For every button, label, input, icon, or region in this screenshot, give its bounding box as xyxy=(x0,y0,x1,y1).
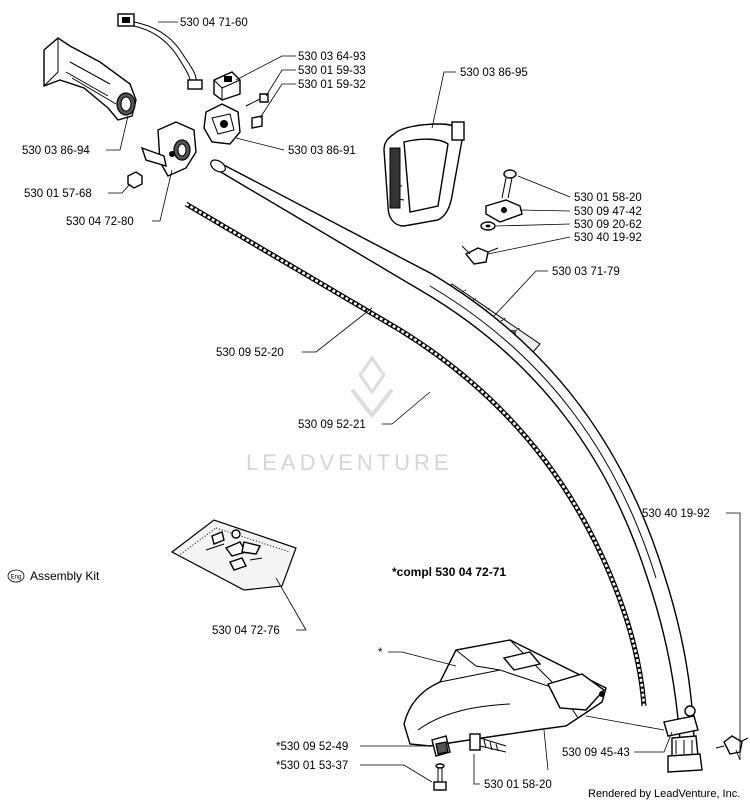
label-530-09-47-42[interactable]: 530 09 47-42 xyxy=(574,206,642,218)
part-wing-nut-bottom[interactable] xyxy=(715,735,749,755)
label-530-09-52-49[interactable]: *530 09 52-49 xyxy=(276,741,348,753)
label-530-09-52-20[interactable]: 530 09 52-20 xyxy=(216,347,284,359)
part-washer[interactable] xyxy=(480,221,496,231)
complete-assembly-label: *compl 530 04 72-71 xyxy=(392,565,506,579)
part-guard-screw[interactable] xyxy=(433,763,447,791)
label-530-03-86-94[interactable]: 530 03 86-94 xyxy=(22,145,90,157)
part-handle-bracket[interactable] xyxy=(485,199,523,223)
part-gear-head[interactable] xyxy=(667,735,703,773)
label-530-40-19-92-top[interactable]: 530 40 19-92 xyxy=(574,232,642,244)
label-530-40-19-92-right[interactable]: 530 40 19-92 xyxy=(642,508,710,520)
label-530-01-57-68[interactable]: 530 01 57-68 xyxy=(24,188,92,200)
legend-text: Assembly Kit xyxy=(30,569,100,583)
watermark: LEADVENTURE xyxy=(246,355,453,475)
leader-lines xyxy=(106,21,741,785)
watermark-text: LEADVENTURE xyxy=(246,450,453,475)
part-screw-59-33[interactable] xyxy=(245,93,269,107)
label-530-01-58-20-top[interactable]: 530 01 58-20 xyxy=(574,192,642,204)
part-shaft-clamp[interactable] xyxy=(663,705,699,737)
label-530-03-64-93[interactable]: 530 03 64-93 xyxy=(298,51,366,63)
part-trimmer-guard[interactable] xyxy=(403,639,607,747)
eng-badge-text: Eng xyxy=(11,575,22,581)
part-screw-59-32[interactable] xyxy=(251,115,263,129)
label-530-01-53-37[interactable]: *530 01 53-37 xyxy=(276,760,348,772)
label-530-09-52-21[interactable]: 530 09 52-21 xyxy=(298,419,366,431)
legend-assembly-kit: Eng Assembly Kit xyxy=(7,569,100,583)
part-switch[interactable] xyxy=(213,71,241,101)
label-530-03-71-79[interactable]: 530 03 71-79 xyxy=(552,266,620,278)
part-handle-housing-rear[interactable] xyxy=(203,103,241,145)
footer-credit: Rendered by LeadVenture, Inc. xyxy=(588,788,740,800)
label-530-09-20-62[interactable]: 530 09 20-62 xyxy=(574,219,642,231)
label-guard-star[interactable]: * xyxy=(378,647,383,659)
part-wing-nut-top[interactable] xyxy=(461,245,499,265)
label-530-03-86-91[interactable]: 530 03 86-91 xyxy=(288,145,356,157)
part-handle-grip[interactable] xyxy=(43,37,137,121)
part-guard-bracket[interactable] xyxy=(431,735,451,757)
label-530-09-45-43[interactable]: 530 09 45-43 xyxy=(562,747,630,759)
part-guard-bolt[interactable] xyxy=(469,733,507,753)
part-number-labels: 530 04 71-60 530 03 64-93 530 01 59-33 5… xyxy=(22,17,710,791)
label-530-01-59-33[interactable]: 530 01 59-33 xyxy=(298,65,366,77)
label-530-04-72-80[interactable]: 530 04 72-80 xyxy=(66,216,134,228)
part-loop-handle[interactable] xyxy=(383,121,465,227)
label-530-01-58-20-bottom[interactable]: 530 01 58-20 xyxy=(484,779,552,791)
part-handle-screw[interactable] xyxy=(501,169,517,199)
label-530-01-59-32[interactable]: 530 01 59-32 xyxy=(298,79,366,91)
part-nut[interactable] xyxy=(127,171,143,189)
part-assembly-kit-bag[interactable] xyxy=(170,519,297,591)
eng-badge-icon xyxy=(7,569,25,583)
label-530-04-72-76[interactable]: 530 04 72-76 xyxy=(212,625,280,637)
label-530-04-71-60[interactable]: 530 04 71-60 xyxy=(180,17,248,29)
part-drive-shaft[interactable] xyxy=(184,201,647,707)
part-shaft-tube[interactable] xyxy=(209,158,695,741)
label-530-03-86-95[interactable]: 530 03 86-95 xyxy=(460,67,528,79)
part-handle-clamp[interactable] xyxy=(140,121,197,177)
part-wire-harness[interactable] xyxy=(117,13,203,90)
